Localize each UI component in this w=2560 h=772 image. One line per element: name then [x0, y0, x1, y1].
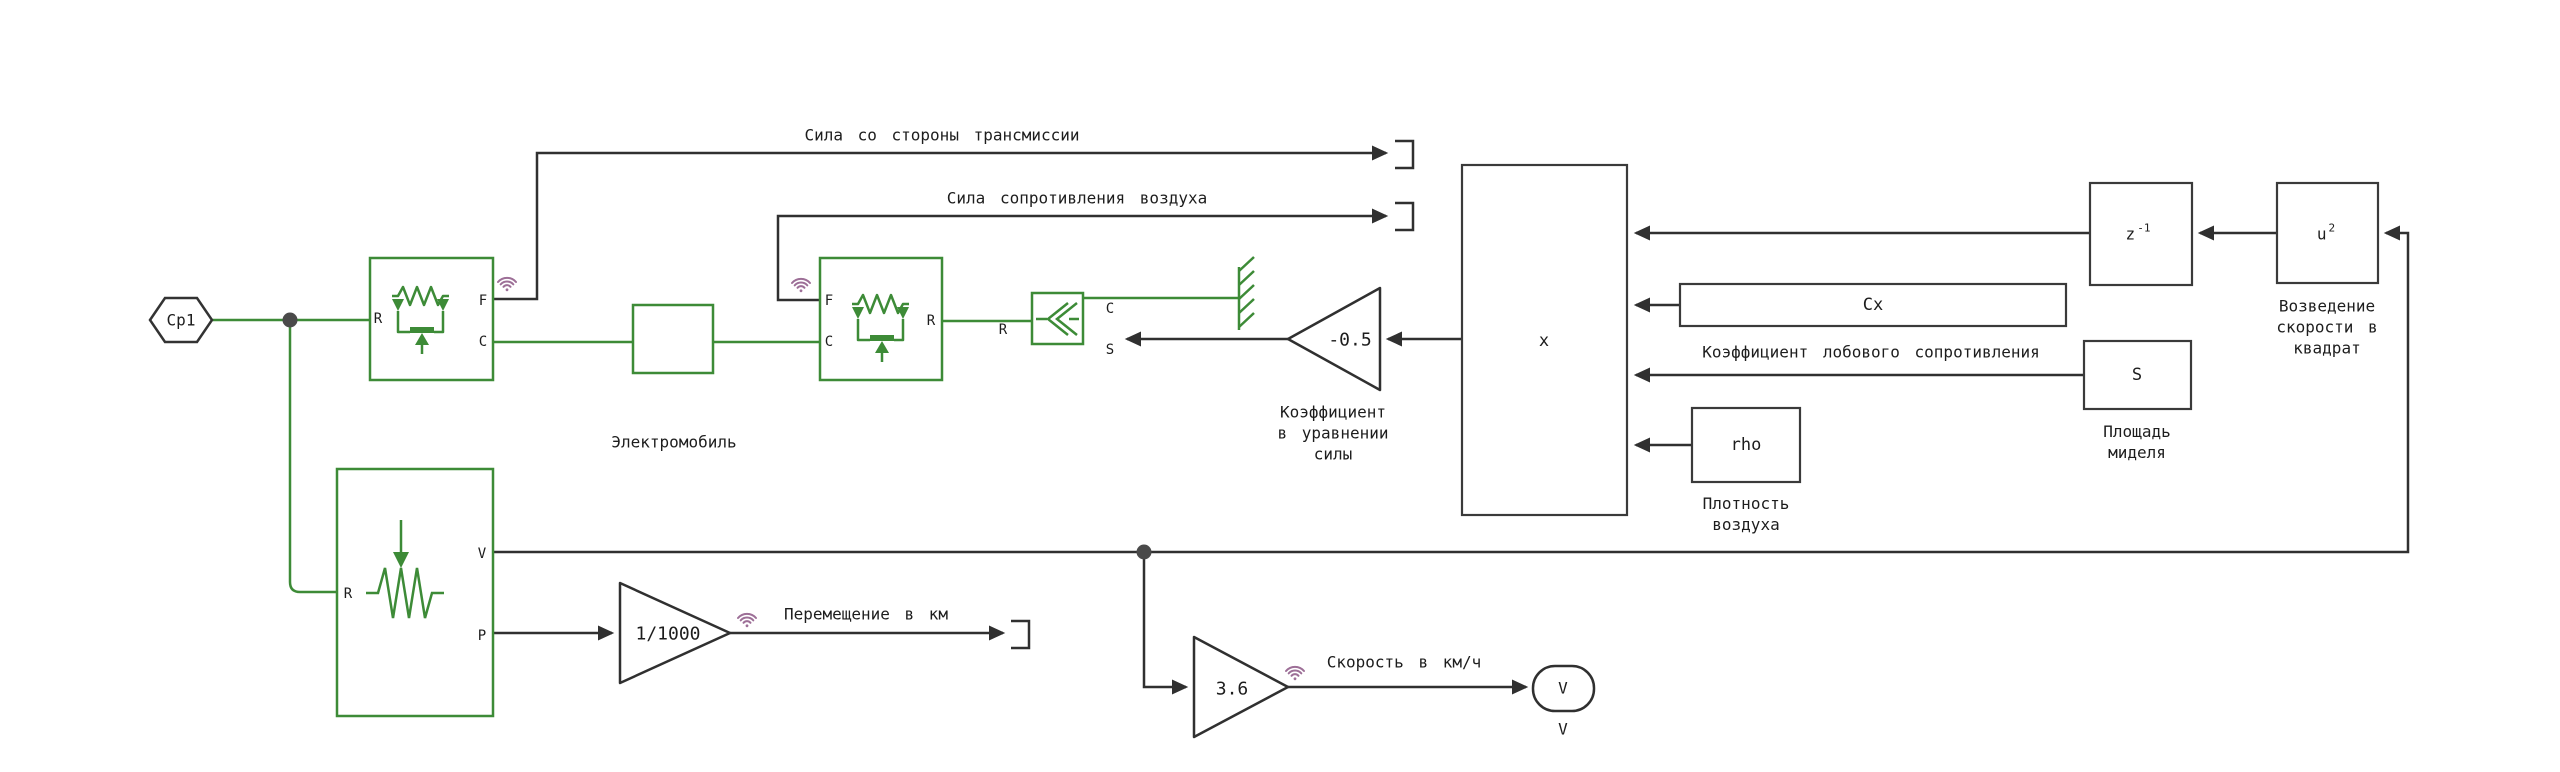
- wireless-log-icon-speed[interactable]: [1285, 665, 1305, 682]
- wireless-log-icon-air[interactable]: [791, 277, 811, 294]
- frontal-area-label: S: [2131, 365, 2143, 385]
- wire-air-resistance-force[interactable]: [776, 208, 1389, 302]
- tire-block-2[interactable]: [818, 256, 944, 382]
- vehicle-subsystem-caption: Электромобиль: [611, 432, 737, 452]
- drag-coeff-caption: Коэффициент лобового сопротивления: [1702, 342, 2040, 362]
- mass-sensor-icon: [366, 520, 444, 619]
- speed-gain-value: 3.6: [1215, 678, 1249, 700]
- mass-port-v-label: V: [477, 546, 487, 562]
- force-gain-block[interactable]: [1286, 286, 1382, 392]
- unit-delay-block[interactable]: [2088, 181, 2194, 287]
- product-label: x: [1538, 331, 1550, 351]
- wire-branch-to-mass[interactable]: [288, 320, 337, 594]
- air-density-block[interactable]: [1690, 406, 1802, 484]
- mass-sensor-block[interactable]: [335, 467, 495, 718]
- signal-label-speed: Скорость в км/ч: [1326, 652, 1482, 672]
- signal-label-displacement: Перемещение в км: [783, 604, 949, 624]
- drag-coeff-block[interactable]: [1678, 282, 2068, 328]
- terminator-air[interactable]: [1395, 201, 1415, 232]
- wireless-log-icon-displacement[interactable]: [737, 612, 757, 629]
- force-source-port-c-label: C: [1105, 301, 1115, 317]
- speed-tag-caption: V: [1558, 719, 1568, 739]
- tire1-port-f-label: F: [478, 293, 488, 309]
- wire-branch-to-speed-gain[interactable]: [1142, 552, 1189, 695]
- signal-label-air-resistance: Сила сопротивления воздуха: [946, 188, 1208, 208]
- force-gain-caption: Коэффициент в уравнении силы: [1277, 402, 1389, 464]
- terminator-transmission[interactable]: [1395, 139, 1415, 170]
- frontal-area-caption: Площадь миделя: [2103, 422, 2171, 462]
- port-block-cp1[interactable]: [148, 296, 214, 344]
- wire-speed-feedback[interactable]: [493, 225, 2410, 554]
- tire1-port-c-label: C: [478, 334, 488, 350]
- displacement-gain-value: 1/1000: [635, 623, 701, 645]
- speed-gain-block[interactable]: [1192, 635, 1290, 739]
- product-block[interactable]: [1460, 163, 1629, 517]
- wireless-log-icon-transmission[interactable]: [497, 276, 517, 293]
- tire2-port-c-label: C: [824, 334, 834, 350]
- junction-dot-speed: [1136, 544, 1152, 560]
- drag-coeff-label: Cx: [1862, 295, 1884, 315]
- mass-port-p-label: P: [477, 628, 487, 644]
- square-caption: Возведение скорости в квадрат: [2276, 296, 2378, 358]
- tire2-port-r-label: R: [926, 313, 936, 329]
- tire1-port-r-label: R: [373, 311, 383, 327]
- air-density-label: rho: [1730, 435, 1762, 455]
- unit-delay-label: z-1: [2125, 221, 2151, 244]
- force-gain-value: -0.5: [1328, 329, 1372, 351]
- force-source-port-r-label: R: [998, 322, 1008, 338]
- tire2-port-f-label: F: [824, 293, 834, 309]
- frontal-area-block[interactable]: [2082, 339, 2193, 411]
- force-source-chevron-icon: [1036, 302, 1079, 336]
- speed-tag-label: V: [1558, 678, 1568, 698]
- cp1-port-label: Cp1: [166, 310, 196, 330]
- mass-port-r-label: R: [343, 586, 353, 602]
- square-block[interactable]: [2275, 181, 2380, 285]
- tire-block-1[interactable]: [368, 256, 495, 382]
- displacement-gain-block[interactable]: [618, 581, 732, 685]
- wire-transmission-force[interactable]: [493, 145, 1389, 301]
- signal-label-transmission: Сила со стороны трансмиссии: [804, 125, 1080, 145]
- force-source-port-s-label: S: [1105, 342, 1115, 358]
- terminator-displacement[interactable]: [1011, 619, 1031, 650]
- ground-reference-icon[interactable]: [1237, 256, 1255, 330]
- speed-goto-tag[interactable]: [1531, 664, 1596, 713]
- junction-dot-left: [282, 312, 298, 328]
- subsystem-block[interactable]: [631, 303, 715, 375]
- air-density-caption: Плотность воздуха: [1702, 494, 1790, 534]
